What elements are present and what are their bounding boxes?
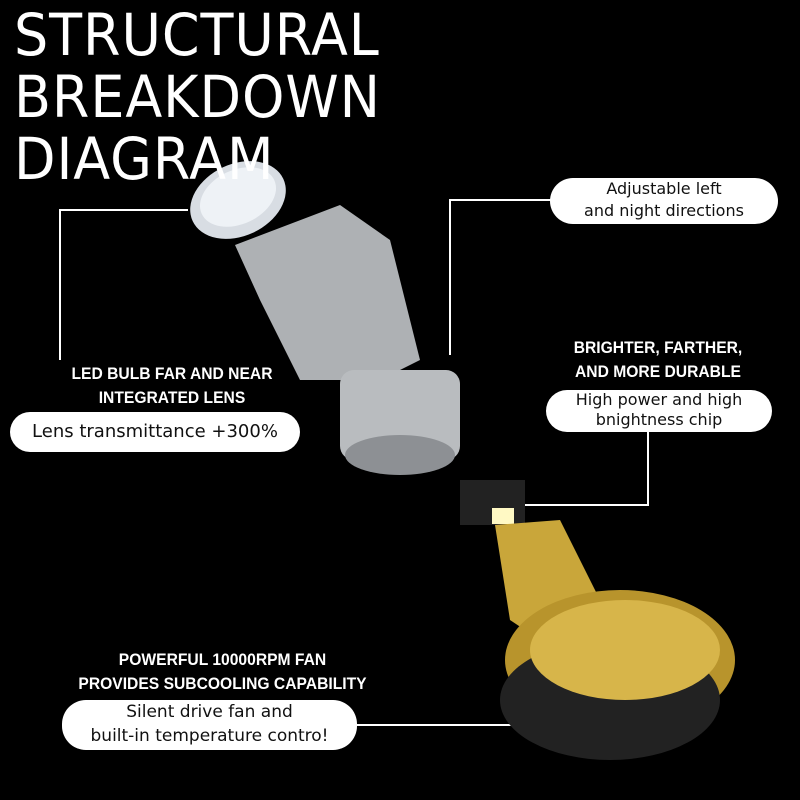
fan-pill-line-2: built-in temperature contro! xyxy=(90,726,329,746)
adjust-pill-line-1: Adjustable left xyxy=(606,179,722,198)
lens-pill: Lens transmittance +300% xyxy=(10,412,300,452)
lens-image xyxy=(190,161,286,239)
title-line-2: DIAGRAM xyxy=(14,125,275,193)
lens-heading-line-2: INTEGRATED LENS xyxy=(98,388,246,407)
adjust-pill: Adjustable left and night directions xyxy=(550,178,778,224)
chip-heading-line-2: AND MORE DURABLE xyxy=(575,362,741,381)
fan-pill-line-1: Silent drive fan and xyxy=(126,702,293,722)
lens-heading-line-1: LED BULB FAR AND NEAR xyxy=(71,364,273,383)
adjust-pill-line-2: and night directions xyxy=(584,201,744,220)
fan-heading-line-2: PROVIDES SUBCOOLING CAPABILITY xyxy=(78,674,367,693)
adjust-leader-line xyxy=(449,199,552,355)
lens-leader-line xyxy=(59,209,188,360)
lens-heading: LED BULB FAR AND NEAR INTEGRATED LENS xyxy=(62,362,283,410)
chip-heading-line-1: BRIGHTER, FARTHER, xyxy=(573,338,743,357)
fan-heading-line-1: POWERFUL 10000RPM FAN xyxy=(118,650,327,669)
chip-leader-line xyxy=(525,430,649,506)
fan-heatsink-image xyxy=(495,520,735,760)
chip-heading: BRIGHTER, FARTHER, AND MORE DURABLE xyxy=(557,336,759,384)
chip-pill-line-1: High power and high xyxy=(575,390,743,409)
fan-heading: POWERFUL 10000RPM FAN PROVIDES SUBCOOLING… xyxy=(64,648,381,696)
housing-image xyxy=(235,205,460,475)
title-line-1: STRUCTURAL BREAKDOWN xyxy=(14,1,381,131)
fan-pill: Silent drive fan and built-in temperature… xyxy=(62,700,357,750)
led-chip-image xyxy=(460,480,525,525)
chip-pill-line-2: bnightness chip xyxy=(595,410,723,429)
